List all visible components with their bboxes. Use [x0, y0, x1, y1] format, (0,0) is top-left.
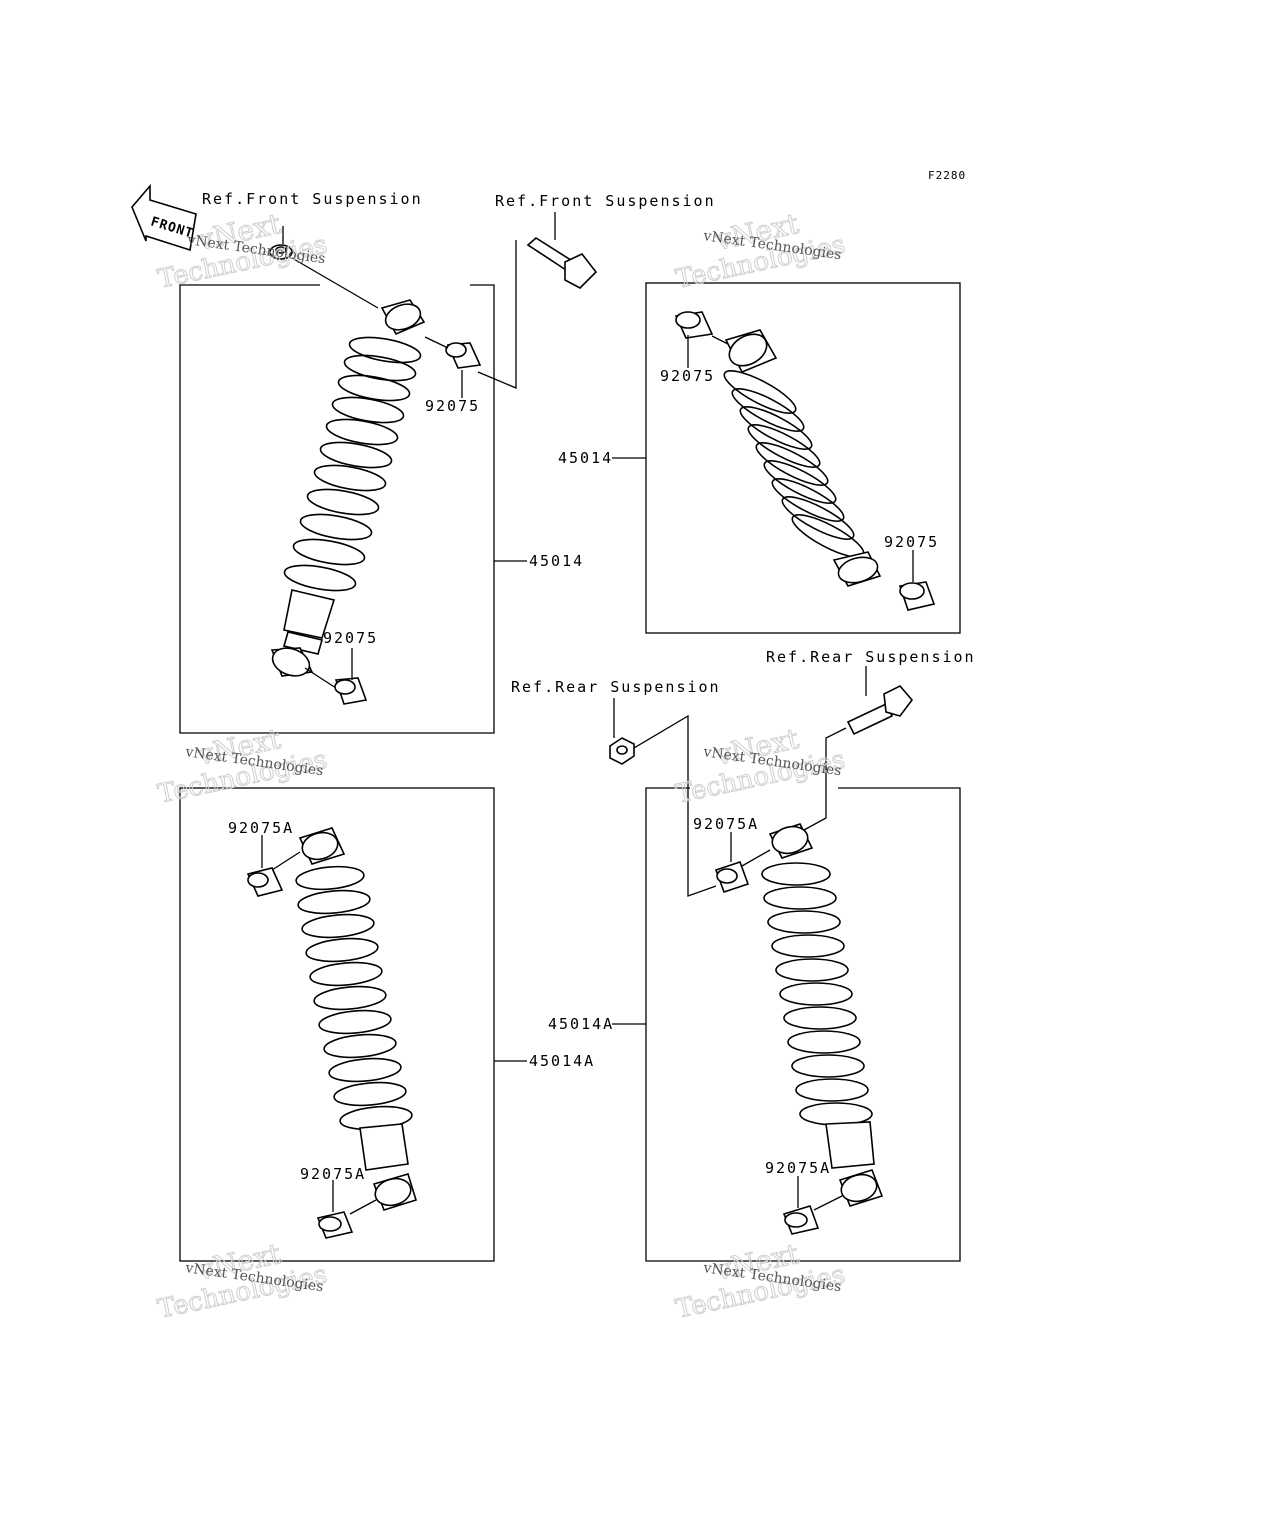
- p1-bottom-eye: [270, 647, 314, 677]
- p1-top-eye: [380, 299, 426, 336]
- rear-left-ref-nut: [609, 737, 635, 765]
- p2-bottom-bushing: [898, 581, 936, 611]
- p2-top-bushing: [674, 311, 714, 339]
- p4-top-eye: [768, 823, 814, 859]
- front-arrow-icon: FRONT: [131, 183, 197, 252]
- p2-shock-label: 45014: [558, 449, 613, 467]
- p4-top-bushing-label: 92075A: [693, 815, 759, 833]
- p4-bottom-eye: [838, 1169, 884, 1207]
- p2-spring: [723, 370, 865, 558]
- p2-top-eye: [724, 329, 778, 374]
- ref-label-front-left: Ref.Front Suspension: [202, 190, 423, 208]
- panel-front-left-shock: 92075 92075 45014: [179, 212, 598, 734]
- p1-top-bushing: [445, 342, 482, 369]
- p3-bottom-bushing: [316, 1211, 354, 1239]
- watermark-bottom-left: vNext Technologies vNext Technologies: [155, 1236, 331, 1325]
- p2-top-bushing-label: 92075: [660, 367, 715, 385]
- p4-bottom-bushing-label: 92075A: [765, 1159, 831, 1177]
- p2-bottom-eye: [832, 551, 882, 587]
- panel-rear-left-shock: 92075A 92075A 45014A: [179, 787, 595, 1262]
- p1-spring: [283, 336, 422, 592]
- p3-shock-label: 45014A: [529, 1052, 595, 1070]
- p1-bottom-bushing-label: 92075: [323, 629, 378, 647]
- figure-code: F2280: [928, 169, 966, 182]
- p3-top-eye: [298, 827, 346, 865]
- p1-top-bushing-label: 92075: [425, 397, 480, 415]
- p3-bottom-eye: [372, 1173, 417, 1211]
- watermark-middle-right: vNext Technologies vNext Technologies: [673, 721, 849, 810]
- p3-bottom-bushing-label: 92075A: [300, 1165, 366, 1183]
- p1-shock-label: 45014: [529, 552, 584, 570]
- p3-top-bushing-label: 92075A: [228, 819, 294, 837]
- watermark-top-right: vNext Technologies vNext Technologies: [673, 206, 849, 295]
- ref-label-front-right: Ref.Front Suspension: [495, 192, 716, 210]
- panel-rear-right-shock: 92075A 92075A 45014A: [548, 666, 961, 1262]
- rear-right-ref-bolt: [846, 685, 914, 736]
- p1-bottom-bushing: [334, 677, 368, 705]
- ref-label-rear-left: Ref.Rear Suspension: [511, 678, 721, 696]
- p2-bottom-bushing-label: 92075: [884, 533, 939, 551]
- watermark-middle-left: vNext Technologies vNext Technologies: [155, 721, 331, 810]
- p3-top-bushing: [246, 867, 284, 897]
- p4-bottom-bushing: [782, 1205, 820, 1235]
- ref-label-rear-right: Ref.Rear Suspension: [766, 648, 976, 666]
- p4-top-bushing: [714, 860, 750, 894]
- p3-spring: [295, 865, 413, 1131]
- panel-front-right-shock: 92075 92075 45014: [558, 282, 961, 634]
- p4-shock-label: 45014A: [548, 1015, 614, 1033]
- front-left-ref-nut: [269, 244, 293, 260]
- watermark-bottom-right: vNext Technologies vNext Technologies: [673, 1236, 849, 1325]
- p4-spring: [761, 862, 873, 1126]
- front-right-ref-bolt: [526, 237, 598, 289]
